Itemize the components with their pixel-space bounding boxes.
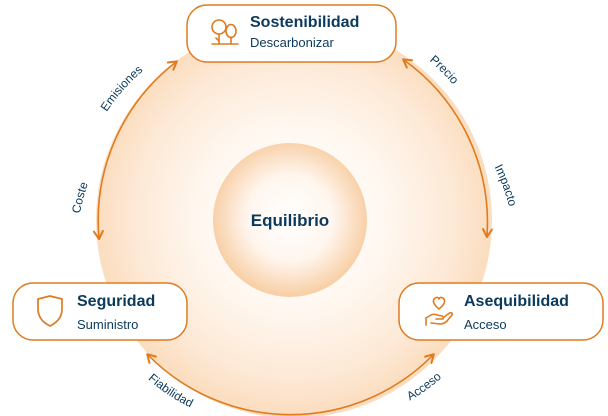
- node-sostenibilidad: Sostenibilidad Descarbonizar: [186, 4, 397, 63]
- node-asequibilidad: Asequibilidad Acceso: [398, 282, 604, 341]
- node-asequibilidad-title: Asequibilidad: [464, 293, 569, 310]
- node-sostenibilidad-subtitle: Descarbonizar: [250, 35, 334, 50]
- node-asequibilidad-box: [398, 282, 604, 341]
- node-asequibilidad-subtitle: Acceso: [464, 317, 507, 332]
- node-seguridad-subtitle: Suministro: [77, 317, 138, 332]
- arc-right-top: [402, 58, 493, 239]
- arc-bottom: [146, 353, 435, 416]
- trees-icon: [211, 19, 239, 45]
- node-seguridad-title: Seguridad: [77, 293, 155, 310]
- node-sostenibilidad-box: [186, 4, 397, 63]
- node-sostenibilidad-title: Sostenibilidad: [250, 14, 359, 31]
- arc-label-impacto: Impacto: [492, 162, 520, 208]
- arc-left-top: [92, 60, 178, 241]
- hand-heart-icon: [425, 296, 454, 326]
- shield-icon: [37, 295, 63, 327]
- center-circle: [213, 143, 367, 297]
- center-label: Equilibrio: [251, 211, 329, 230]
- node-seguridad: Seguridad Suministro: [12, 282, 188, 341]
- arc-label-coste: Coste: [69, 180, 91, 215]
